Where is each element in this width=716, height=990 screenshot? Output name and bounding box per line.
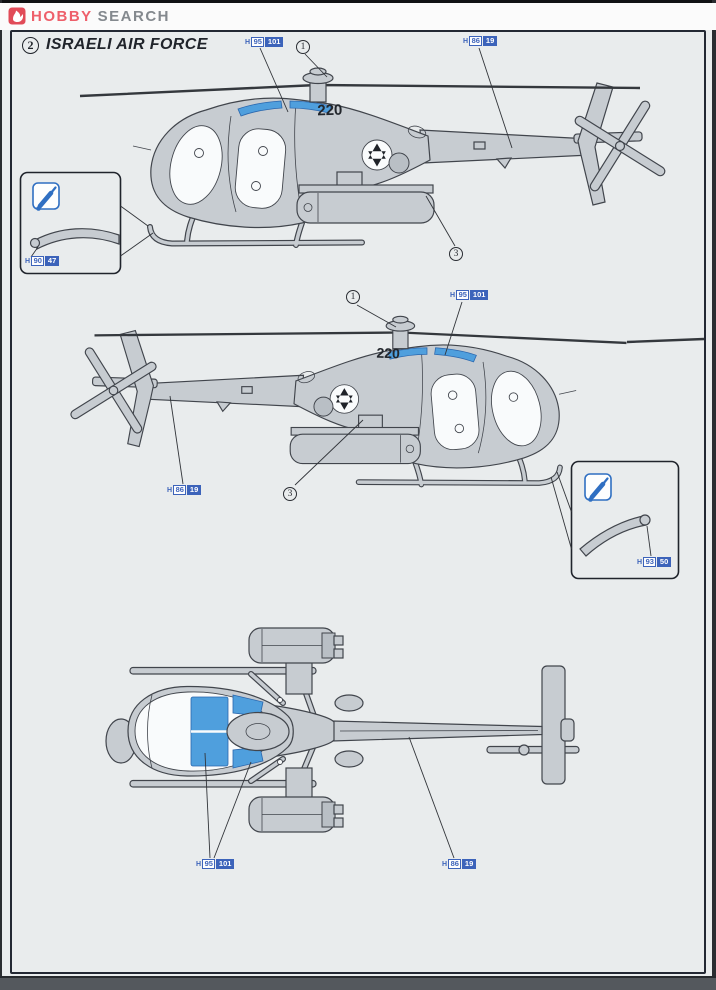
skid-tip-detail	[34, 228, 120, 250]
brand-search-text: SEARCH	[97, 7, 171, 25]
side-fairing	[334, 750, 364, 768]
paint-chip-clear-blue: H 93 50	[637, 557, 671, 567]
leader-lines	[120, 47, 572, 859]
main-rotor-blade-extension	[626, 337, 705, 344]
tail-cone	[560, 718, 575, 742]
paint-chip-fuselage: H 86 19	[463, 36, 497, 46]
tail-number: 220	[317, 102, 343, 120]
skid-tip-cap	[639, 514, 651, 526]
tail-number: 220	[376, 345, 400, 362]
scan-edge-right	[712, 0, 716, 990]
fuselage-detail-circle	[277, 759, 283, 765]
paint-chip-fuselage: H 86 19	[167, 485, 201, 495]
fuselage-detail-circle	[277, 697, 283, 703]
flame-logo-icon	[8, 7, 26, 25]
scan-edge-left	[0, 0, 2, 990]
helicopter-side-view-left: 220	[45, 316, 705, 484]
canopy-frame-line	[147, 694, 153, 769]
scheme-number-badge: 2	[22, 36, 39, 54]
rotor-mast	[245, 723, 271, 740]
scan-edge-top	[0, 0, 716, 3]
callout-number-pod: 3	[283, 487, 297, 501]
paint-chip-canopy-tint: H 95 101	[450, 290, 488, 300]
callout-box-rear-skid	[570, 460, 680, 580]
callout-number-rotor: 1	[296, 40, 310, 54]
skid-tip-detail	[579, 515, 647, 557]
skid-tip-cap	[29, 237, 41, 249]
boom-centerline	[339, 730, 539, 732]
helicopter-top-view	[105, 627, 580, 833]
skid-rail	[129, 779, 317, 788]
scheme-title-text: ISRAELI AIR FORCE	[46, 36, 208, 53]
scheme-title: 2 ISRAELI AIR FORCE	[22, 36, 208, 54]
tail-gearbox	[518, 744, 530, 756]
callout-box-front-skid	[19, 171, 122, 275]
rotor-mast-housing	[226, 711, 290, 752]
rocket-pod	[248, 767, 344, 833]
callout-number-pod: 3	[449, 247, 463, 261]
paint-chip-canopy-tint: H 95 101	[245, 37, 283, 47]
callout-number-rotor: 1	[346, 290, 360, 304]
scan-edge-bottom	[0, 976, 716, 990]
brand-hobby-text: HOBBY	[31, 7, 93, 25]
hobby-search-logo: HOBBY SEARCH	[8, 7, 170, 25]
paint-chip-canopy-tint: H 95 101	[196, 859, 234, 869]
helicopter-side-view-right: 220	[80, 68, 692, 245]
site-header: HOBBY SEARCH	[0, 3, 716, 30]
paint-chip-fuselage: H 86 19	[442, 859, 476, 869]
rocket-pod	[248, 627, 344, 695]
instruction-sheet-border	[10, 30, 706, 974]
paint-chip-clear-red: H 90 47	[25, 256, 59, 266]
skid-rail	[129, 666, 317, 675]
side-fairing	[334, 694, 364, 712]
